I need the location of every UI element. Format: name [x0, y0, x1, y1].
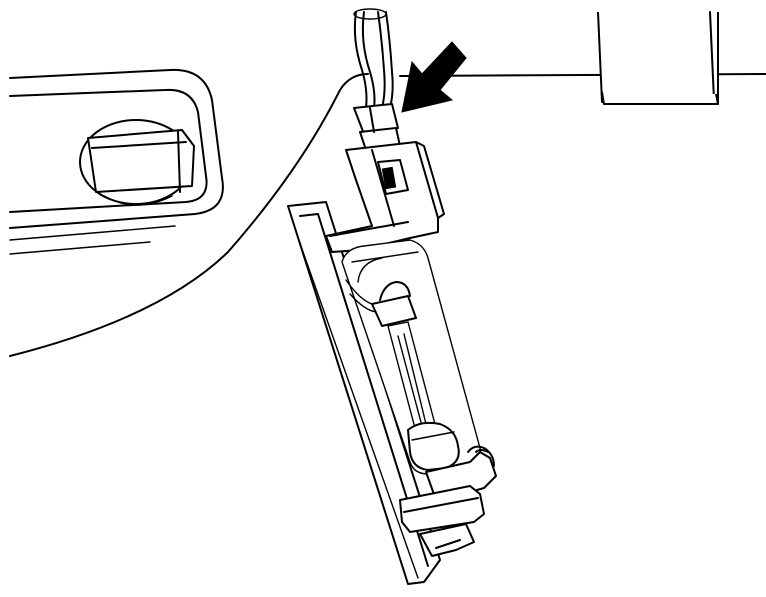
wire-harness — [353, 8, 394, 109]
pointer-arrow — [401, 41, 467, 113]
bulb — [371, 281, 460, 471]
socket-housing — [325, 141, 445, 253]
trim-panel — [9, 68, 224, 255]
license-lamp-housing — [287, 201, 441, 585]
lock-cylinder — [79, 119, 195, 206]
bracket — [597, 11, 719, 105]
lower-clip — [399, 445, 497, 557]
connector — [353, 103, 401, 151]
bulb-clip — [345, 279, 377, 313]
